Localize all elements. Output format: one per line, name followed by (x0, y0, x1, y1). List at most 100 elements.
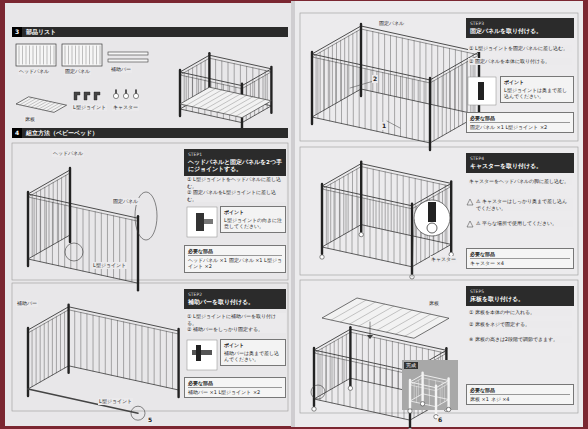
slat (57, 180, 58, 242)
top-rail (314, 329, 350, 350)
board-slat (405, 316, 440, 336)
slat (443, 47, 444, 107)
board-slat (24, 98, 37, 105)
part-name: ヘッドパネル (18, 68, 50, 75)
slat (80, 312, 81, 368)
slat (40, 326, 41, 382)
board-slat (192, 90, 221, 107)
slat (442, 76, 443, 136)
slat (105, 318, 106, 374)
top-rail (322, 189, 412, 209)
slat (36, 192, 37, 254)
slat (44, 324, 45, 380)
top-rail (410, 375, 423, 382)
slat (46, 201, 47, 263)
parts-box: 必要な部品床板 ×1 ネジ ×4 (466, 384, 574, 405)
slat (36, 46, 37, 64)
board-slat (223, 97, 252, 114)
body-text: 補助バーは奥まで差し込んでください。 (224, 350, 282, 363)
board-slat (211, 94, 240, 111)
slat (425, 43, 426, 103)
slat (329, 61, 330, 121)
bottom-rail (314, 378, 350, 399)
corner-post (179, 70, 181, 116)
bar-part (108, 52, 148, 55)
post-detail (478, 82, 484, 100)
caster-wheel (312, 407, 316, 411)
instruction-text: ① L型ジョイントをヘッドパネルに差し込む。 (186, 176, 286, 189)
post-detail (196, 213, 204, 231)
slat (34, 198, 35, 260)
point-detail (187, 207, 217, 237)
point-detail (468, 77, 496, 105)
caster-wheel (408, 428, 412, 429)
slat (48, 321, 49, 377)
body-text: 部品リスト (26, 28, 56, 36)
slat (446, 74, 447, 134)
point-detail (187, 340, 217, 370)
board-slat (43, 103, 56, 110)
illustrations (16, 24, 496, 429)
slat (376, 201, 377, 259)
slat (93, 46, 94, 64)
slat (123, 322, 124, 378)
slat (384, 34, 385, 94)
caster-wheel (427, 223, 437, 233)
slat (79, 46, 80, 64)
slat (429, 389, 430, 405)
step-title: STEP3固定パネルを取り付ける。 (466, 18, 574, 38)
slat (32, 195, 33, 257)
slat (344, 38, 345, 98)
parts-box: 必要な部品固定パネル ×1 L型ジョイント ×2 (466, 112, 574, 133)
slat (380, 368, 381, 414)
heading: STEP1 (188, 152, 282, 158)
slat (392, 370, 393, 416)
slat (396, 37, 397, 97)
caster-wheel (320, 255, 324, 259)
slat (374, 366, 375, 412)
slat (398, 371, 399, 417)
leader-line (412, 220, 414, 277)
step-panel (300, 147, 578, 275)
top-rail (180, 58, 209, 75)
slat (330, 344, 331, 390)
detail-circle (131, 406, 145, 420)
slat (416, 386, 417, 402)
callout-number: 1 (381, 122, 387, 130)
heading: 3 (12, 27, 22, 37)
slat (336, 43, 337, 103)
top-rail (322, 186, 412, 206)
floor-board (322, 298, 449, 338)
slat (323, 60, 324, 120)
slat (356, 31, 357, 91)
point-box: ポイント補助バーは奥まで差し込んでください。 (220, 339, 286, 366)
section-header: 4組立方法（ベビーベッド） (12, 128, 288, 138)
instruction-text: キャスターをヘッドパネルの脚に差し込む。 (468, 178, 572, 185)
slat (100, 46, 101, 64)
slat (358, 197, 359, 255)
bottom-rail (436, 400, 449, 407)
slat (86, 46, 87, 64)
slat (93, 315, 94, 371)
slat (19, 46, 20, 64)
top-rail (436, 381, 449, 388)
slat (119, 217, 120, 279)
slat (378, 33, 379, 93)
slat (52, 202, 53, 264)
corner-post (450, 181, 452, 251)
slat (444, 386, 445, 402)
slat (111, 319, 112, 375)
slat (366, 30, 367, 90)
body-text: 床板 ×1 ネジ ×4 (470, 396, 570, 403)
slat (86, 314, 87, 370)
slat (438, 78, 439, 138)
slat (148, 327, 149, 383)
body-text: 組立方法（ベビーベッド） (26, 129, 98, 137)
post-detail (196, 345, 201, 361)
slat (400, 76, 401, 136)
step-title: STEP2補助バーを取り付ける。 (184, 289, 286, 309)
corner-post (137, 216, 139, 290)
slat (26, 46, 27, 64)
slat (359, 67, 360, 127)
slat (316, 55, 317, 115)
